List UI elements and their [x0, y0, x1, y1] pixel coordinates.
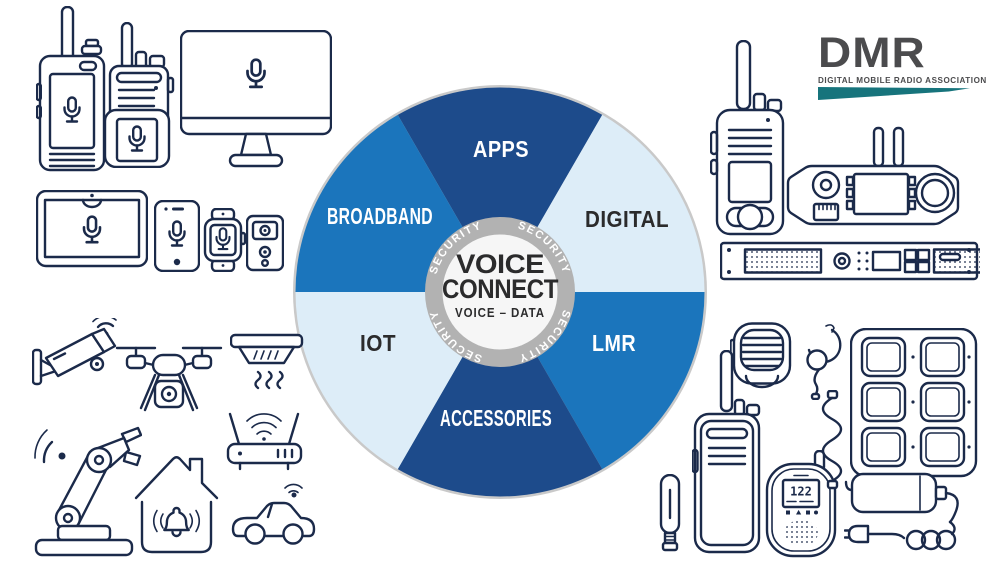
- antenna-icon: [659, 474, 681, 552]
- segment-accessories[interactable]: [397, 292, 603, 497]
- segment-label-iot: IOT: [360, 330, 396, 356]
- walkie-talkie-icon: [692, 350, 761, 554]
- dmr-logo-tagline: DIGITAL MOBILE RADIO ASSOCIATION: [818, 76, 987, 85]
- body-camera-icon: [246, 214, 284, 272]
- radio-lcd-value: 122: [790, 485, 812, 499]
- consumer-radio-icon: 122: [765, 450, 837, 558]
- dmr-logo: DMR DIGITAL MOBILE RADIO ASSOCIATION: [818, 28, 988, 100]
- cctv-camera-icon: [32, 318, 117, 386]
- wheel-center-disc: [442, 234, 558, 350]
- speaker-microphone-icon: [730, 322, 792, 389]
- mobile-radio-icon: [786, 126, 960, 226]
- handheld-radio-icon: [710, 40, 785, 236]
- multi-charger-icon: [850, 328, 978, 478]
- tablet-mic-icon: [36, 190, 148, 268]
- center-title-line1: VOICE: [456, 249, 544, 279]
- earpiece-icon: [806, 324, 842, 400]
- segment-label-lmr: LMR: [592, 330, 636, 356]
- segment-apps[interactable]: [397, 87, 603, 292]
- smoke-detector-icon: [230, 333, 304, 390]
- center-title-line2: CONNECT: [442, 274, 559, 304]
- portable-radio-icon: [104, 22, 175, 168]
- robot-arm-icon: [34, 426, 142, 557]
- drone-icon: [115, 346, 223, 412]
- dmr-logo-swoosh: [818, 87, 970, 100]
- dmr-logo-name: DMR: [818, 28, 926, 77]
- center-subtitle: VOICE – DATA: [455, 306, 545, 320]
- segment-label-accessories: ACCESSORIES: [440, 405, 552, 431]
- segment-label-broadband: BROADBAND: [327, 203, 433, 229]
- segment-label-digital: DIGITAL: [585, 206, 669, 232]
- portable-radio-icon: [36, 6, 106, 172]
- connected-car-icon: [231, 483, 316, 545]
- rack-repeater-icon: [720, 241, 980, 281]
- voice-connect-wheel: APPS DIGITAL LMR ACCESSORIES IOT BROADBA…: [293, 85, 707, 499]
- desktop-computer-mic-icon: [180, 30, 332, 168]
- smartwatch-mic-icon: [203, 208, 246, 272]
- smartphone-mic-icon: [154, 200, 200, 272]
- wifi-router-icon: [226, 412, 303, 471]
- segment-label-apps: APPS: [473, 136, 529, 162]
- power-supply-icon: [844, 472, 959, 551]
- coiled-cable-icon: [821, 390, 843, 490]
- smart-home-icon: [134, 456, 219, 554]
